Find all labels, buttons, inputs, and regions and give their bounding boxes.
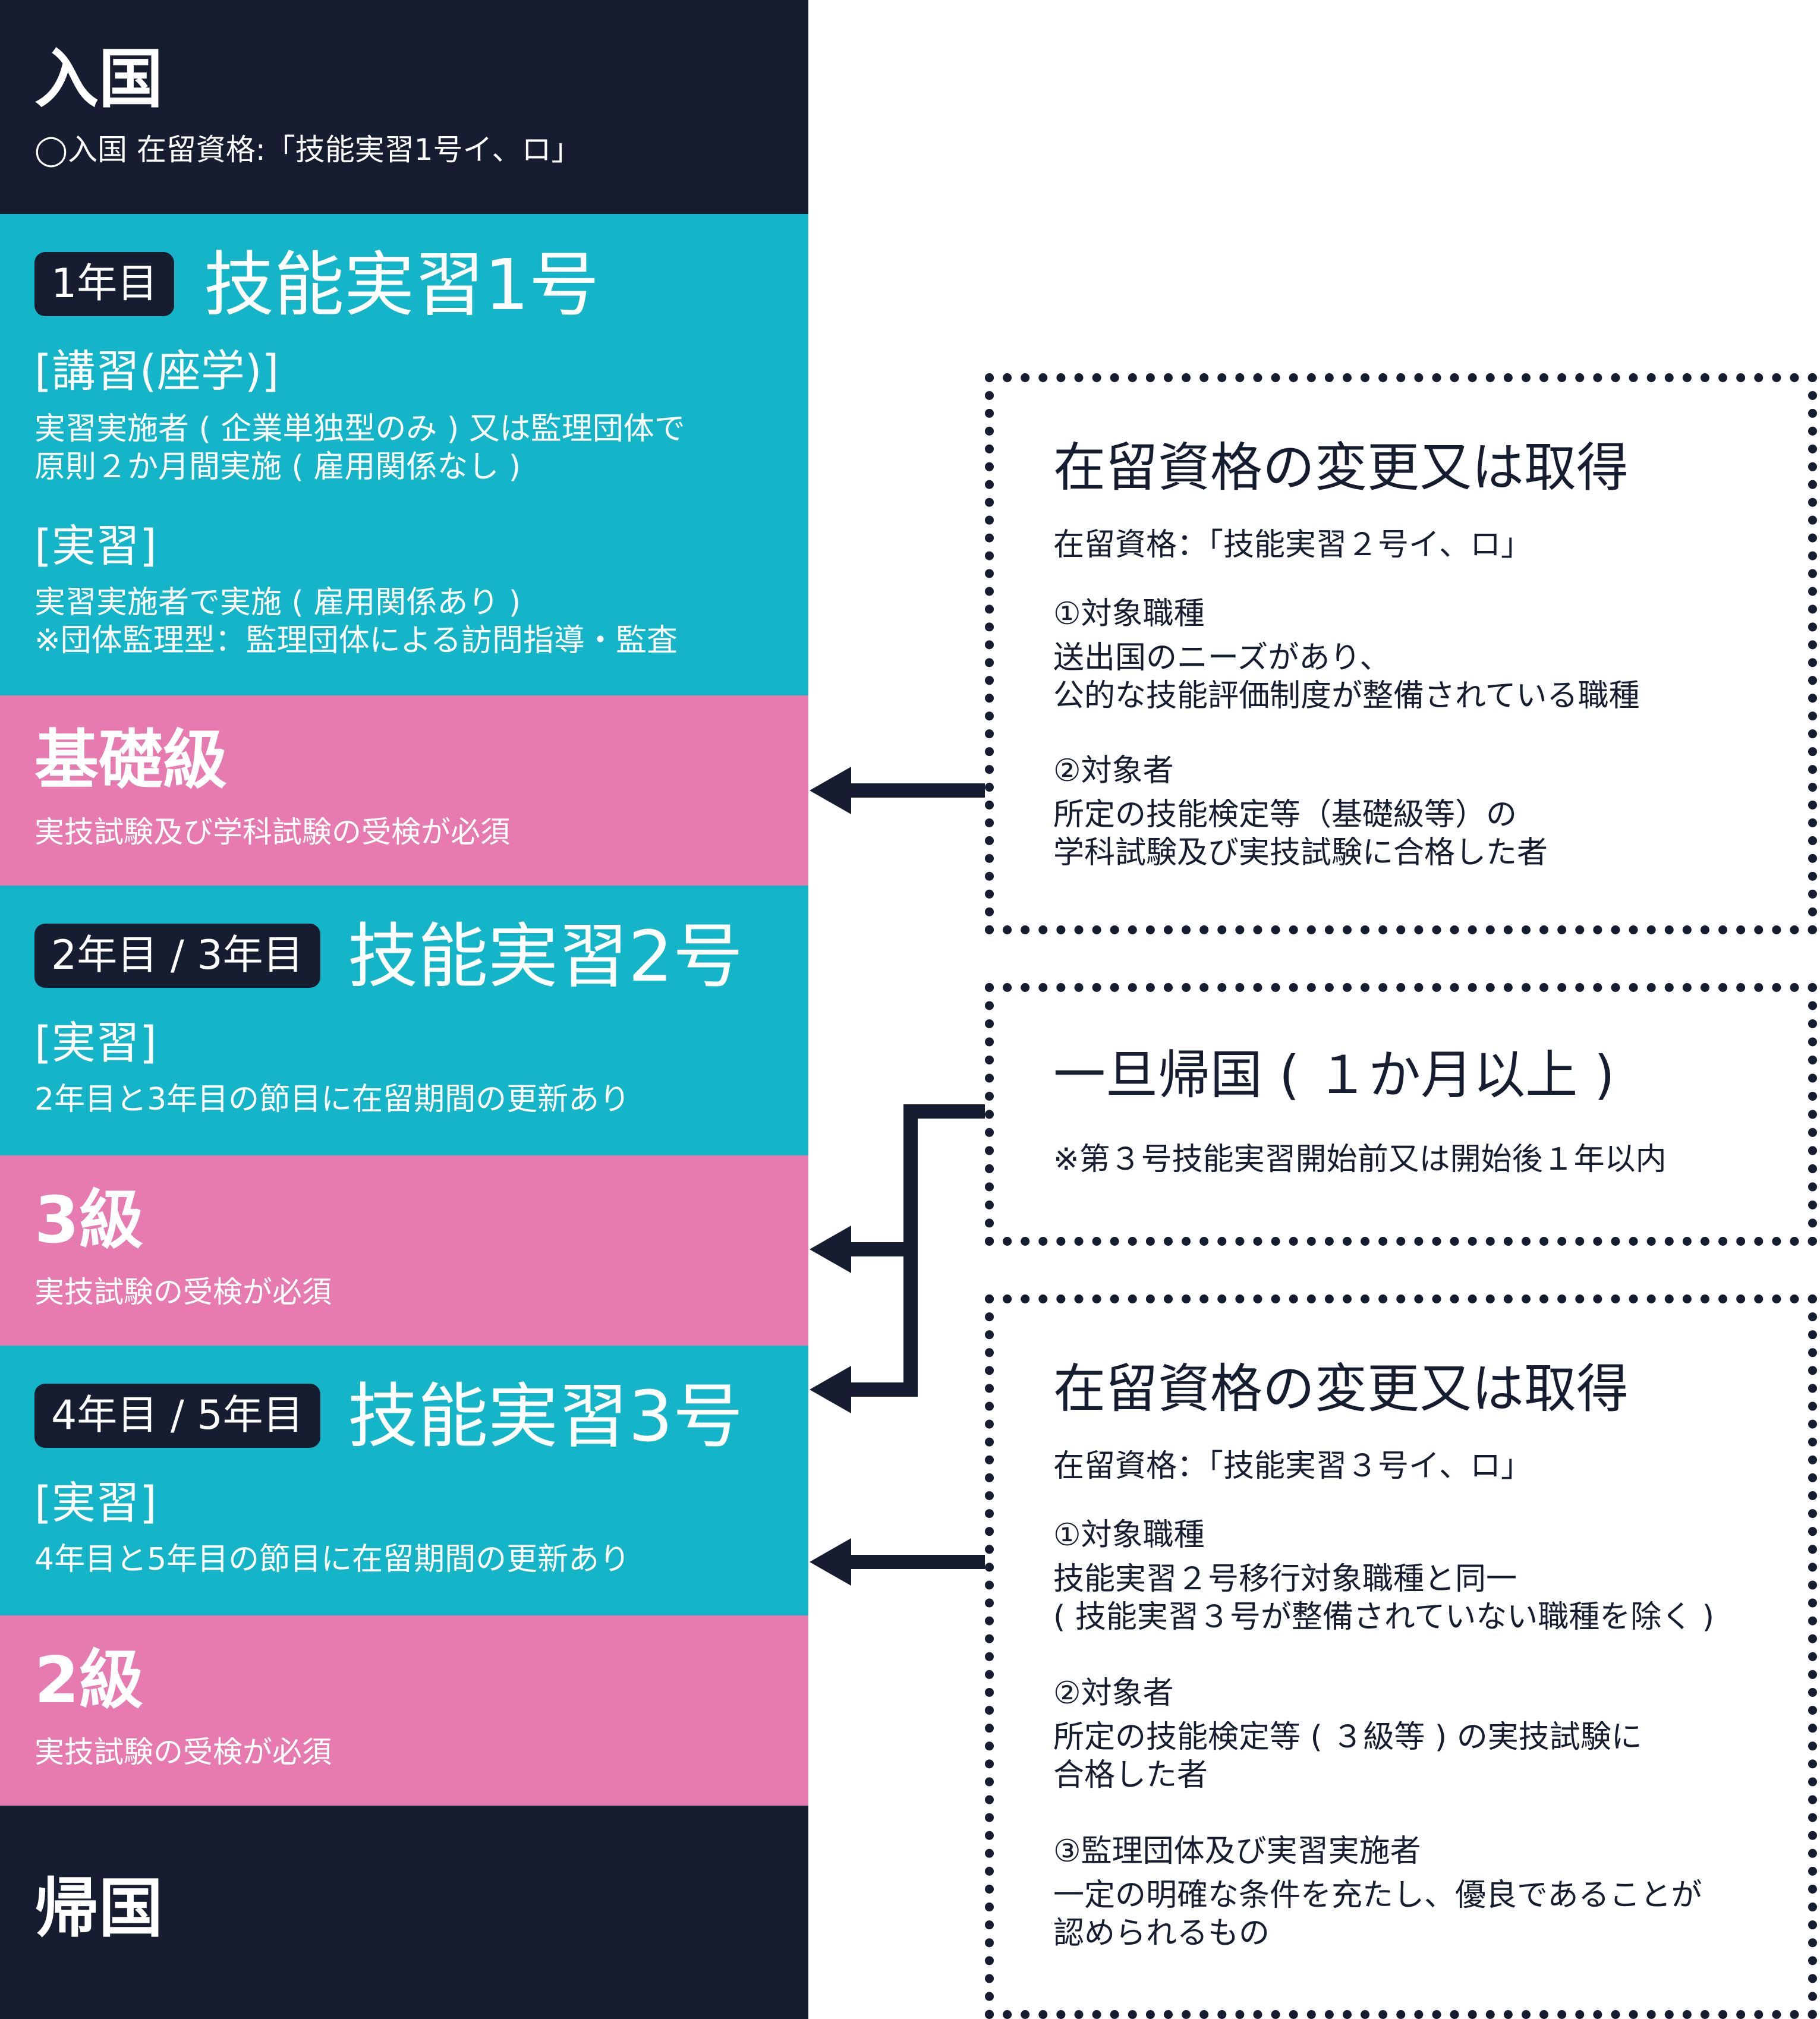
box1-occupation-text: 送出国のニーズがあり、 公的な技能評価制度が整備されている職種 [1053, 640, 1640, 714]
entry-title: 入国 [34, 42, 163, 116]
stage3-practice-text: 4年目と5年目の節目に在留期間の更新あり [34, 1542, 631, 1577]
box3-occupation-text: 技能実習２号移行対象職種と同一 ( 技能実習３号が整備されていない職種を除く ) [1053, 1561, 1715, 1635]
box1-heading-occupation: ①対象職種 [1053, 596, 1205, 632]
exam1-block: 基礎級 実技試験及び学科試験の受検が必須 [0, 695, 808, 886]
exam3-text: 実技試験の受検が必須 [34, 1735, 332, 1769]
arrow1-head [810, 767, 851, 814]
arrow4-shaft [844, 1555, 987, 1569]
stage1-practice-label: [実習] [34, 521, 157, 572]
exit-title: 帰国 [34, 1872, 163, 1946]
stage3-year-badge: 4年目 / 5年目 [34, 1384, 320, 1448]
stage3-title: 技能実習3号 [348, 1375, 744, 1457]
stage1-practice-text: 実習実施者で実施 ( 雇用関係あり ) ※団体監理型：監理団体による訪問指導・監… [34, 585, 678, 659]
stage1-lecture-label: [講習(座学)] [34, 346, 279, 397]
arrow1-shaft [844, 783, 987, 798]
box3-eligible-text: 所定の技能検定等 ( ３級等 ) の実技試験に 合格した者 [1053, 1719, 1642, 1793]
box3-heading-occupation: ①対象職種 [1053, 1517, 1205, 1553]
exit-block: 帰国 [0, 1806, 808, 2019]
stage2-title: 技能実習2号 [348, 915, 744, 997]
exam3-block: 2級 実技試験の受検が必須 [0, 1615, 808, 1806]
stage3-practice-label: [実習] [34, 1478, 157, 1529]
arrow2-head [810, 1226, 851, 1273]
arrow2-shaft [844, 1242, 918, 1256]
exam2-title: 3級 [34, 1183, 144, 1258]
exam2-text: 実技試験の受検が必須 [34, 1275, 332, 1309]
box1-title: 在留資格の変更又は取得 [1053, 437, 1629, 498]
entry-subtitle: ◯入国 在留資格:「技能実習1号イ、ロ」 [34, 133, 581, 167]
box3-heading-eligible: ②対象者 [1053, 1675, 1174, 1711]
box-status-change-3: 在留資格の変更又は取得 在留資格：「技能実習３号イ、ロ」 ①対象職種 技能実習２… [985, 1294, 1817, 2019]
box-status-change-2: 在留資格の変更又は取得 在留資格：「技能実習２号イ、ロ」 ①対象職種 送出国のニ… [985, 373, 1817, 934]
stage3-block: 4年目 / 5年目 技能実習3号 [実習] 4年目と5年目の節目に在留期間の更新… [0, 1346, 808, 1615]
exam1-text: 実技試験及び学科試験の受検が必須 [34, 815, 510, 849]
exam1-title: 基礎級 [34, 723, 228, 798]
box3-org-text: 一定の明確な条件を充たし、優良であることが 認められるもの [1053, 1878, 1702, 1951]
arrow3-shaft [844, 1382, 918, 1397]
box2-note: ※第３号技能実習開始前又は開始後１年以内 [1053, 1142, 1667, 1177]
box3-title: 在留資格の変更又は取得 [1053, 1358, 1629, 1419]
box3-heading-org: ③監理団体及び実習実施者 [1053, 1834, 1421, 1869]
arrow3-head [810, 1366, 851, 1413]
stage1-lecture-text: 実習実施者 ( 企業単独型のみ ) 又は監理団体で 原則２か月間実施 ( 雇用関… [34, 411, 685, 485]
box2-title: 一旦帰国 ( １か月以上 ) [1053, 1044, 1615, 1105]
box1-heading-eligible: ②対象者 [1053, 753, 1174, 789]
stage2-practice-text: 2年目と3年目の節目に在留期間の更新あり [34, 1082, 631, 1117]
stage1-title: 技能実習1号 [204, 244, 600, 326]
box3-status: 在留資格：「技能実習３号イ、ロ」 [1053, 1448, 1532, 1484]
stage2-block: 2年目 / 3年目 技能実習2号 [実習] 2年目と3年目の節目に在留期間の更新… [0, 886, 808, 1155]
entry-block: 入国 ◯入国 在留資格:「技能実習1号イ、ロ」 [0, 0, 808, 214]
stage1-block: 1年目 技能実習1号 [講習(座学)] 実習実施者 ( 企業単独型のみ ) 又は… [0, 214, 808, 695]
box1-status: 在留資格：「技能実習２号イ、ロ」 [1053, 527, 1532, 563]
exam3-title: 2級 [34, 1643, 144, 1718]
stage2-year-badge: 2年目 / 3年目 [34, 924, 320, 988]
box-temporary-return: 一旦帰国 ( １か月以上 ) ※第３号技能実習開始前又は開始後１年以内 [985, 983, 1817, 1246]
exam2-block: 3級 実技試験の受検が必須 [0, 1155, 808, 1346]
box1-eligible-text: 所定の技能検定等（基礎級等）の 学科試験及び実技試験に合格した者 [1053, 797, 1548, 871]
stage2-practice-label: [実習] [34, 1018, 157, 1069]
stage1-year-badge: 1年目 [34, 252, 175, 316]
arrow4-head [810, 1538, 851, 1586]
